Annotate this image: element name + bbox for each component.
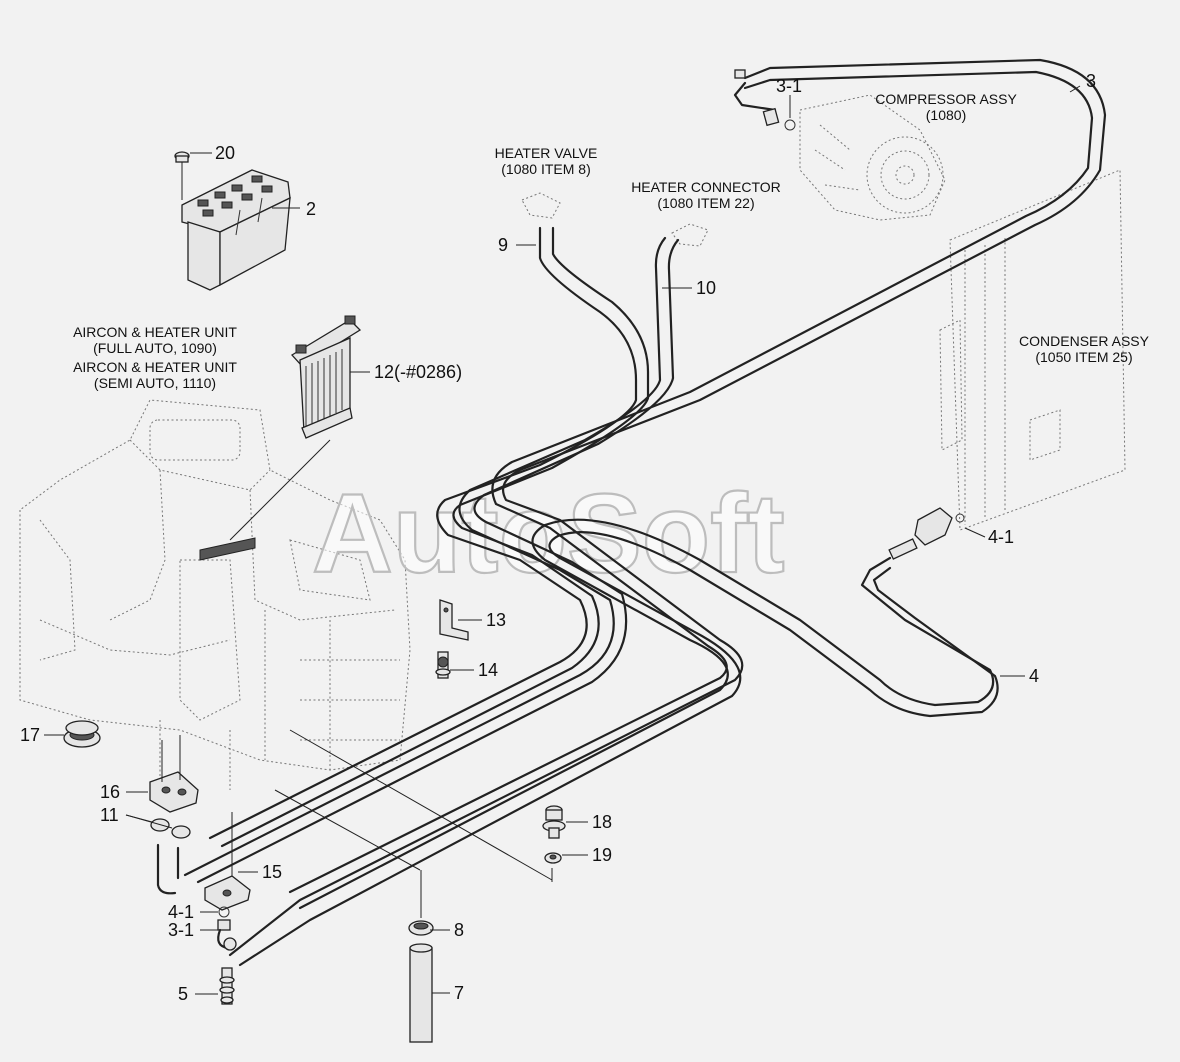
caption-condenser: CONDENSER ASSY bbox=[1019, 333, 1150, 349]
caption-condenser-ref: (1050 ITEM 25) bbox=[1035, 349, 1132, 365]
core-12-leader bbox=[229, 439, 331, 541]
grommet-16 bbox=[149, 735, 199, 813]
fitting-3-1-top bbox=[734, 69, 796, 131]
bracket-13 bbox=[439, 599, 469, 641]
pipe-3 bbox=[228, 58, 1107, 957]
unit-label-plate bbox=[199, 537, 256, 561]
callout-16: 16 bbox=[100, 782, 120, 802]
pipe-3-inner bbox=[288, 70, 1094, 894]
callout-4: 4 bbox=[1029, 666, 1039, 686]
callout-5: 5 bbox=[178, 984, 188, 1004]
hose-10-inner bbox=[196, 238, 680, 884]
plate-15 bbox=[204, 812, 251, 911]
bolt-18 bbox=[542, 805, 566, 839]
caption-heater-connector-ref: (1080 ITEM 22) bbox=[657, 195, 754, 211]
caption-compressor-ref: (1080) bbox=[926, 107, 966, 123]
valve-connector-outline bbox=[521, 192, 709, 247]
caption-heater-connector: HEATER CONNECTOR bbox=[631, 179, 781, 195]
callout-10: 10 bbox=[696, 278, 716, 298]
callout-17: 17 bbox=[20, 725, 40, 745]
callout-11: 11 bbox=[100, 805, 119, 825]
callout-20: 20 bbox=[215, 143, 235, 163]
caption-heater-valve: HEATER VALVE bbox=[495, 145, 598, 161]
bolt-14 bbox=[435, 651, 451, 679]
callout-7: 7 bbox=[454, 983, 464, 1003]
tube-11-left bbox=[156, 843, 177, 895]
aircon-heater-unit-outline bbox=[19, 399, 411, 790]
fittings-bottom bbox=[217, 906, 237, 951]
hose-9-inner bbox=[220, 226, 650, 848]
caption-aircon-semi: AIRCON & HEATER UNIT bbox=[73, 359, 237, 375]
leader-lines bbox=[44, 85, 1081, 995]
caption-compressor: COMPRESSOR ASSY bbox=[875, 91, 1017, 107]
grommet-17 bbox=[63, 720, 101, 748]
washer-19 bbox=[544, 852, 562, 864]
caption-aircon-full-ref: (FULL AUTO, 1090) bbox=[93, 340, 217, 356]
bolt-5 bbox=[219, 967, 235, 1005]
callout-14: 14 bbox=[478, 660, 498, 680]
core-12 bbox=[290, 315, 362, 439]
callout-12: 12(-#0286) bbox=[374, 362, 462, 382]
clamp-11 bbox=[150, 818, 191, 839]
callout-19: 19 bbox=[592, 845, 612, 865]
control-panel-2 bbox=[181, 169, 291, 291]
pipe-4-inner bbox=[238, 531, 999, 967]
caption-aircon-full: AIRCON & HEATER UNIT bbox=[73, 324, 237, 340]
callout-4-1-bottom: 4-1 bbox=[168, 902, 194, 922]
callout-8: 8 bbox=[454, 920, 464, 940]
connector-4-1-right bbox=[888, 507, 965, 560]
watermark: AutoSoft bbox=[312, 471, 785, 596]
callout-9: 9 bbox=[498, 235, 508, 255]
clamp-8 bbox=[408, 870, 434, 936]
hose-10 bbox=[183, 236, 667, 877]
callout-15: 15 bbox=[262, 862, 282, 882]
pipe-3-fitting-top bbox=[733, 81, 777, 112]
hose-7-end bbox=[409, 943, 433, 953]
callout-2: 2 bbox=[306, 199, 316, 219]
callout-3-1-bottom: 3-1 bbox=[168, 920, 194, 940]
callout-3: 3 bbox=[1086, 71, 1096, 91]
callout-3-1-top: 3-1 bbox=[776, 76, 802, 96]
caption-aircon-semi-ref: (SEMI AUTO, 1110) bbox=[94, 375, 216, 391]
screw-20 bbox=[174, 151, 190, 200]
caption-heater-valve-ref: (1080 ITEM 8) bbox=[501, 161, 590, 177]
callout-18: 18 bbox=[592, 812, 612, 832]
callout-4-1-right: 4-1 bbox=[988, 527, 1014, 547]
compressor-outline bbox=[799, 94, 946, 221]
callout-13: 13 bbox=[486, 610, 506, 630]
pipe-4 bbox=[298, 518, 995, 910]
guide-lines bbox=[274, 729, 553, 882]
hose-7 bbox=[409, 947, 433, 1043]
